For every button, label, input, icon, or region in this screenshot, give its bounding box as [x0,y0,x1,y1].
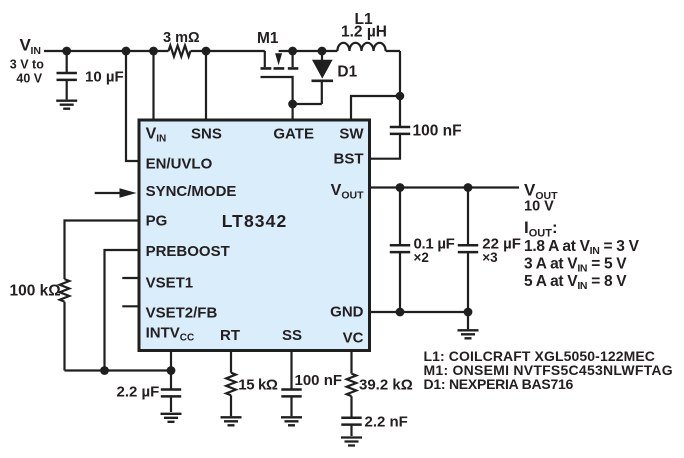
svg-text:10 V: 10 V [524,199,554,215]
svg-text:PREBOOST: PREBOOST [146,243,230,260]
svg-text:0.1 µF: 0.1 µF [414,236,455,253]
svg-text:SS: SS [282,327,302,344]
svg-text:D1: NEXPERIA BAS716: D1: NEXPERIA BAS716 [424,376,574,392]
svg-text:BST: BST [334,151,364,168]
svg-text:M1: ONSEMI NVTFS5C453NLWFTAG: M1: ONSEMI NVTFS5C453NLWFTAG [424,362,673,378]
svg-text:×2: ×2 [414,250,429,265]
svg-text:100 kΩ: 100 kΩ [10,283,61,300]
svg-text:VSET1: VSET1 [146,275,194,292]
svg-text:10 µF: 10 µF [85,69,124,86]
svg-text:GND: GND [330,304,364,321]
svg-text:5 A at VIN = 8 V: 5 A at VIN = 8 V [524,273,627,292]
svg-text:39.2 kΩ: 39.2 kΩ [359,377,413,394]
svg-text:L1: COILCRAFT XGL5050-122MEC: L1: COILCRAFT XGL5050-122MEC [424,348,656,364]
svg-text:D1: D1 [337,64,357,81]
svg-text:L1: L1 [355,11,373,28]
svg-text:1.2 µH: 1.2 µH [341,24,387,41]
svg-text:IN: IN [31,45,42,57]
svg-text:VC: VC [343,330,364,347]
svg-text:100 nF: 100 nF [413,122,462,139]
svg-text:40 V: 40 V [16,72,42,86]
svg-text:VSET2/FB: VSET2/FB [146,305,218,322]
svg-text:3 mΩ: 3 mΩ [163,30,200,46]
svg-text:M1: M1 [257,30,279,47]
svg-text:GATE: GATE [273,126,314,143]
svg-text:V: V [20,36,32,55]
svg-text:3 A at VIN = 5 V: 3 A at VIN = 5 V [524,255,627,274]
svg-text:SW: SW [339,126,364,143]
svg-text:IOUT:: IOUT: [524,218,558,240]
svg-text:×3: ×3 [482,250,498,265]
svg-text:RT: RT [220,327,240,344]
svg-text:3 V to: 3 V to [10,58,44,72]
svg-text:SNS: SNS [191,126,222,143]
svg-text:100 nF: 100 nF [295,372,343,389]
svg-text:LT8342: LT8342 [222,211,288,231]
svg-text:15 kΩ: 15 kΩ [238,376,278,393]
svg-text:1.8 A at VIN = 3 V: 1.8 A at VIN = 3 V [524,238,640,257]
svg-text:PG: PG [146,213,168,230]
svg-text:2.2 nF: 2.2 nF [365,414,408,431]
svg-text:2.2 µF: 2.2 µF [117,384,160,401]
svg-text:22 µF: 22 µF [482,236,521,253]
svg-text:EN/UVLO: EN/UVLO [146,156,213,173]
svg-text:SYNC/MODE: SYNC/MODE [146,183,237,200]
